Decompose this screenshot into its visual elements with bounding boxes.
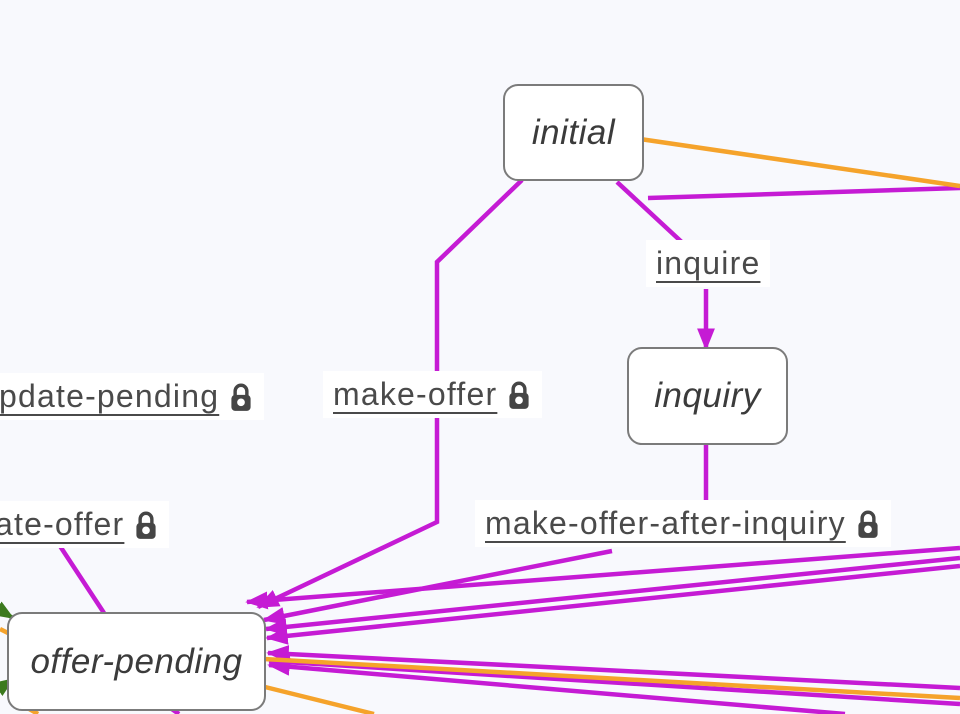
edge-from-bottom-right: [267, 657, 846, 714]
state-name: offer-pending: [30, 641, 243, 681]
transition-label-inquire[interactable]: inquire: [646, 240, 771, 287]
state-node-inquiry[interactable]: inquiry: [627, 347, 788, 445]
transition-label-make-offer-after-inquiry[interactable]: make-offer-after-inquiry: [475, 500, 891, 547]
edge-initial-to-inquire-label: [615, 180, 688, 248]
transition-label-update-pending[interactable]: update-pending: [0, 373, 265, 420]
edge-from-right-3: [265, 563, 960, 645]
transition-text: update-pending: [0, 378, 220, 414]
edge-top-right-magenta: [647, 185, 960, 201]
state-name: initial: [531, 112, 616, 152]
transition-label-update-offer[interactable]: update-offer: [0, 501, 170, 548]
transition-text: make-offer-after-inquiry: [485, 505, 846, 541]
lock-icon: [858, 510, 878, 538]
transition-text: inquire: [656, 245, 761, 281]
edge-from-right-1: [245, 545, 960, 610]
edge-offer-pending-bottom-orange: [260, 683, 375, 714]
lock-icon: [136, 511, 156, 539]
state-node-initial[interactable]: initial: [503, 84, 644, 181]
transition-label-make-offer[interactable]: make-offer: [323, 371, 543, 418]
edge-offer-pending-right-orange: [263, 656, 960, 701]
edge-from-right-4: [266, 645, 960, 691]
transition-text: update-offer: [0, 506, 125, 542]
lock-icon: [509, 381, 529, 409]
edge-initial-right-orange: [639, 136, 960, 189]
edge-from-right-5: [267, 653, 960, 707]
edge-from-right-2: [264, 555, 960, 636]
transition-text: make-offer: [333, 376, 498, 412]
state-node-offer-pending[interactable]: offer-pending: [7, 612, 266, 711]
lock-icon: [231, 383, 251, 411]
state-name: inquiry: [654, 376, 761, 415]
edge-update-offer: [56, 541, 106, 615]
